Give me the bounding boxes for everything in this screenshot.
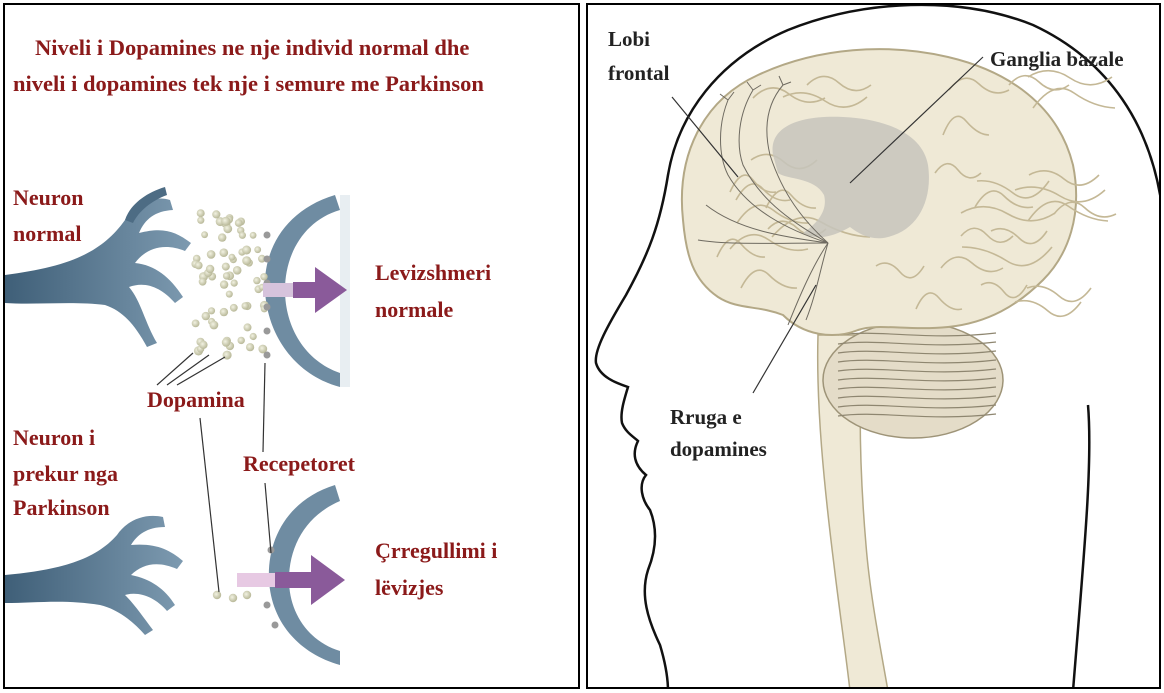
dopamine-molecule xyxy=(223,272,230,279)
neuron-diagram-panel: Niveli i Dopamines ne nje individ normal… xyxy=(3,3,580,689)
dopamine-molecule xyxy=(238,337,245,344)
dopamine-molecule xyxy=(220,308,228,316)
cerebellum xyxy=(823,322,1003,438)
normal-movement-label-line1: Levizshmeri xyxy=(375,260,491,287)
dopamine-molecule xyxy=(260,273,267,280)
dopamine-molecule xyxy=(195,261,203,269)
dopamine-molecule xyxy=(210,321,219,330)
diagram-title-line2: niveli i dopamines tek nje i semure me P… xyxy=(13,67,484,102)
dopamine-molecule xyxy=(222,263,230,271)
affected-neuron-label-line2: prekur nga xyxy=(13,461,118,488)
dopamine-pathway-label-line2: dopamines xyxy=(670,437,767,463)
dopamine-molecule xyxy=(197,209,205,217)
receptors-label: Recepetoret xyxy=(243,451,355,478)
dopamine-molecules-normal xyxy=(191,209,270,359)
normal-neuron-label-line1: Neuron xyxy=(13,185,84,212)
normal-movement-label-line2: normale xyxy=(375,297,453,324)
dopamine-molecule xyxy=(218,233,226,241)
neck-outline xyxy=(1073,405,1089,689)
dopamine-molecule xyxy=(250,333,257,340)
receptor-site xyxy=(264,328,271,335)
normal-neuron-label-line2: normal xyxy=(13,221,81,248)
receptor-site xyxy=(264,256,271,263)
diagram-title-line1: Niveli i Dopamines ne nje individ normal… xyxy=(35,31,469,66)
affected-neuron-label-line3: Parkinson xyxy=(13,495,110,522)
dopamine-molecule xyxy=(221,217,230,226)
dopamine-molecule xyxy=(206,265,214,273)
brain-diagram-art xyxy=(588,5,1161,689)
dopamine-molecule xyxy=(250,232,257,239)
receptor-site xyxy=(264,232,271,239)
dopamine-molecule xyxy=(254,246,261,253)
dopamine-molecule xyxy=(231,280,238,287)
dopamine-molecule xyxy=(244,323,252,331)
brain-diagram-panel: Lobi frontal Ganglia bazale Rruga e dopa… xyxy=(586,3,1161,689)
dopamine-molecule xyxy=(192,320,200,328)
dopamine-molecule xyxy=(212,210,220,218)
dopamine-molecule xyxy=(230,304,238,312)
dopamine-molecule xyxy=(199,341,207,349)
dopamine-molecule xyxy=(233,266,242,275)
dopamine-molecule xyxy=(242,302,249,309)
affected-neuron-label-line1: Neuron i xyxy=(13,425,95,452)
frontal-lobe-label-line1: Lobi xyxy=(608,27,650,53)
dopamine-molecule xyxy=(199,278,207,286)
dopamine-molecule xyxy=(253,277,260,284)
dopamine-pathway-label-line1: Rruga e xyxy=(670,405,742,431)
affected-movement-arrow xyxy=(237,555,345,605)
dopamine-molecule xyxy=(201,231,208,238)
dopamine-molecule xyxy=(229,254,236,261)
receptor-site xyxy=(264,352,271,359)
dopamine-molecules-affected xyxy=(213,547,279,629)
dopamine-molecule xyxy=(220,280,228,288)
movement-disorder-label-line1: Çrregullimi i xyxy=(375,538,497,565)
dopamine-molecule xyxy=(208,307,215,314)
receptor-site xyxy=(264,304,271,311)
dopamine-molecule xyxy=(207,250,216,259)
dopamine-molecule xyxy=(222,338,231,347)
dopamine-molecule xyxy=(239,232,246,239)
dopamine-molecule xyxy=(246,343,254,351)
dopamine-molecule xyxy=(242,256,251,265)
basal-ganglia-label: Ganglia bazale xyxy=(990,47,1124,73)
dopamine-molecule xyxy=(235,219,243,227)
dopamine-molecule xyxy=(202,312,210,320)
frontal-lobe-label-line2: frontal xyxy=(608,61,669,87)
dopamine-molecule xyxy=(242,246,251,255)
affected-neuron-terminal xyxy=(5,516,183,635)
dopamine-molecule xyxy=(197,217,204,224)
dopamine-molecule xyxy=(220,248,229,257)
dopamine-molecule xyxy=(226,291,233,298)
neuron-diagram-art xyxy=(5,5,580,689)
movement-disorder-label-line2: lëvizjes xyxy=(375,575,443,602)
dopamine-label: Dopamina xyxy=(147,387,245,414)
